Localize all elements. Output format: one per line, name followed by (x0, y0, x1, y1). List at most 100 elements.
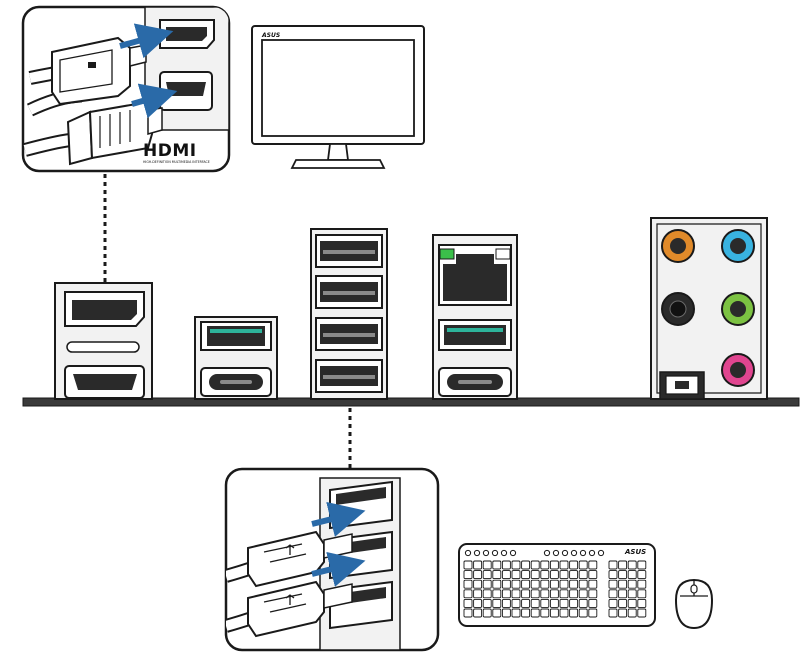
keyboard-media-key (473, 549, 481, 557)
insert-arrow-usb (311, 551, 366, 587)
svg-text:HDMI: HDMI (143, 141, 197, 161)
keyboard-numpad-key (608, 608, 618, 618)
insert-arrow-hdmi (131, 83, 178, 119)
audio-jack-orange (661, 229, 695, 263)
keyboard-key (588, 570, 598, 580)
keyboard-key (549, 608, 559, 618)
keyboard-key (588, 598, 598, 608)
keyboard-key (463, 589, 473, 599)
insert-arrow-displayport (119, 23, 174, 59)
keyboard-key (578, 589, 588, 599)
keyboard-key (492, 570, 502, 580)
keyboard-numpad-key (608, 598, 618, 608)
keyboard-key (482, 579, 492, 589)
keyboard-key (588, 560, 598, 570)
usb-a-port (438, 319, 512, 351)
keyboard-key (482, 598, 492, 608)
keyboard-key (492, 608, 502, 618)
keyboard-key (521, 589, 531, 599)
keyboard-key (578, 570, 588, 580)
optical-spdif-port (659, 371, 705, 400)
keyboard-key (559, 579, 569, 589)
keyboard-media-key (509, 549, 517, 557)
keyboard-media-key (482, 549, 490, 557)
keyboard-key (463, 608, 473, 618)
keyboard-key (559, 570, 569, 580)
monitor-icon: ASUS (251, 25, 425, 169)
keyboard-numpad-key (618, 589, 628, 599)
keyboard-key (492, 579, 502, 589)
usb-a-port (200, 321, 272, 351)
mouse-icon (674, 578, 714, 630)
keyboard-key (578, 560, 588, 570)
keyboard-key (549, 570, 559, 580)
keyboard-key (530, 598, 540, 608)
keyboard-numpad-key (637, 570, 647, 580)
keyboard-key (530, 589, 540, 599)
keyboard-key (501, 608, 511, 618)
keyboard-key (559, 560, 569, 570)
keyboard-key (569, 570, 579, 580)
keyboard-key (463, 598, 473, 608)
keyboard-keys (463, 560, 647, 618)
keyboard-key (473, 598, 483, 608)
keyboard-icon: ASUS (458, 543, 656, 627)
keyboard-numpad-key (637, 589, 647, 599)
keyboard-key (588, 589, 598, 599)
keyboard-key (501, 589, 511, 599)
keyboard-media-key (464, 549, 472, 557)
usb-a-port (315, 317, 383, 351)
keyboard-key (540, 589, 550, 599)
audio-jack-black (661, 292, 695, 326)
keyboard-key (511, 608, 521, 618)
keyboard-numpad-key (608, 560, 618, 570)
keyboard-media-key (570, 549, 578, 557)
io-panel-baseline (22, 397, 800, 407)
hdmi-callout: HDMI HIGH-DEFINITION MULTIMEDIA INTERFAC… (21, 5, 231, 173)
keyboard-numpad-key (627, 570, 637, 580)
keyboard-numpad-key (627, 560, 637, 570)
keyboard-numpad-key (637, 598, 647, 608)
keyboard-key (549, 560, 559, 570)
keyboard-media-key (491, 549, 499, 557)
keyboard-key (473, 608, 483, 618)
keyboard-key (559, 598, 569, 608)
keyboard-media-key (500, 549, 508, 557)
keyboard-key (588, 579, 598, 589)
keyboard-key (569, 560, 579, 570)
keyboard-numpad-key (618, 560, 628, 570)
keyboard-key (492, 598, 502, 608)
keyboard-key (473, 560, 483, 570)
keyboard-key (511, 598, 521, 608)
keyboard-key (521, 570, 531, 580)
keyboard-key (473, 570, 483, 580)
keyboard-media-key (579, 549, 587, 557)
keyboard-key (511, 589, 521, 599)
keyboard-key (540, 560, 550, 570)
keyboard-key (540, 579, 550, 589)
audio-jack-green (721, 292, 755, 326)
lan-speed-led (495, 248, 511, 260)
usb-c-port (200, 367, 272, 397)
audio-port-block (650, 217, 768, 400)
keyboard-key (540, 570, 550, 580)
keyboard-key (482, 560, 492, 570)
keyboard-key (482, 589, 492, 599)
keyboard-key (549, 579, 559, 589)
keyboard-key (511, 579, 521, 589)
keyboard-numpad-key (618, 598, 628, 608)
displayport-hdmi-port-block (54, 282, 153, 400)
usb-cable-plug (226, 580, 353, 638)
keyboard-numpad-key (608, 570, 618, 580)
keyboard-media-key (597, 549, 605, 557)
keyboard-key (569, 579, 579, 589)
keyboard-key (578, 608, 588, 618)
keyboard-key (521, 579, 531, 589)
keyboard-numpad-key (608, 589, 618, 599)
keyboard-key (549, 589, 559, 599)
keyboard-key (549, 598, 559, 608)
keyboard-key (492, 589, 502, 599)
keyboard-key (530, 570, 540, 580)
usb-callout (224, 467, 440, 652)
